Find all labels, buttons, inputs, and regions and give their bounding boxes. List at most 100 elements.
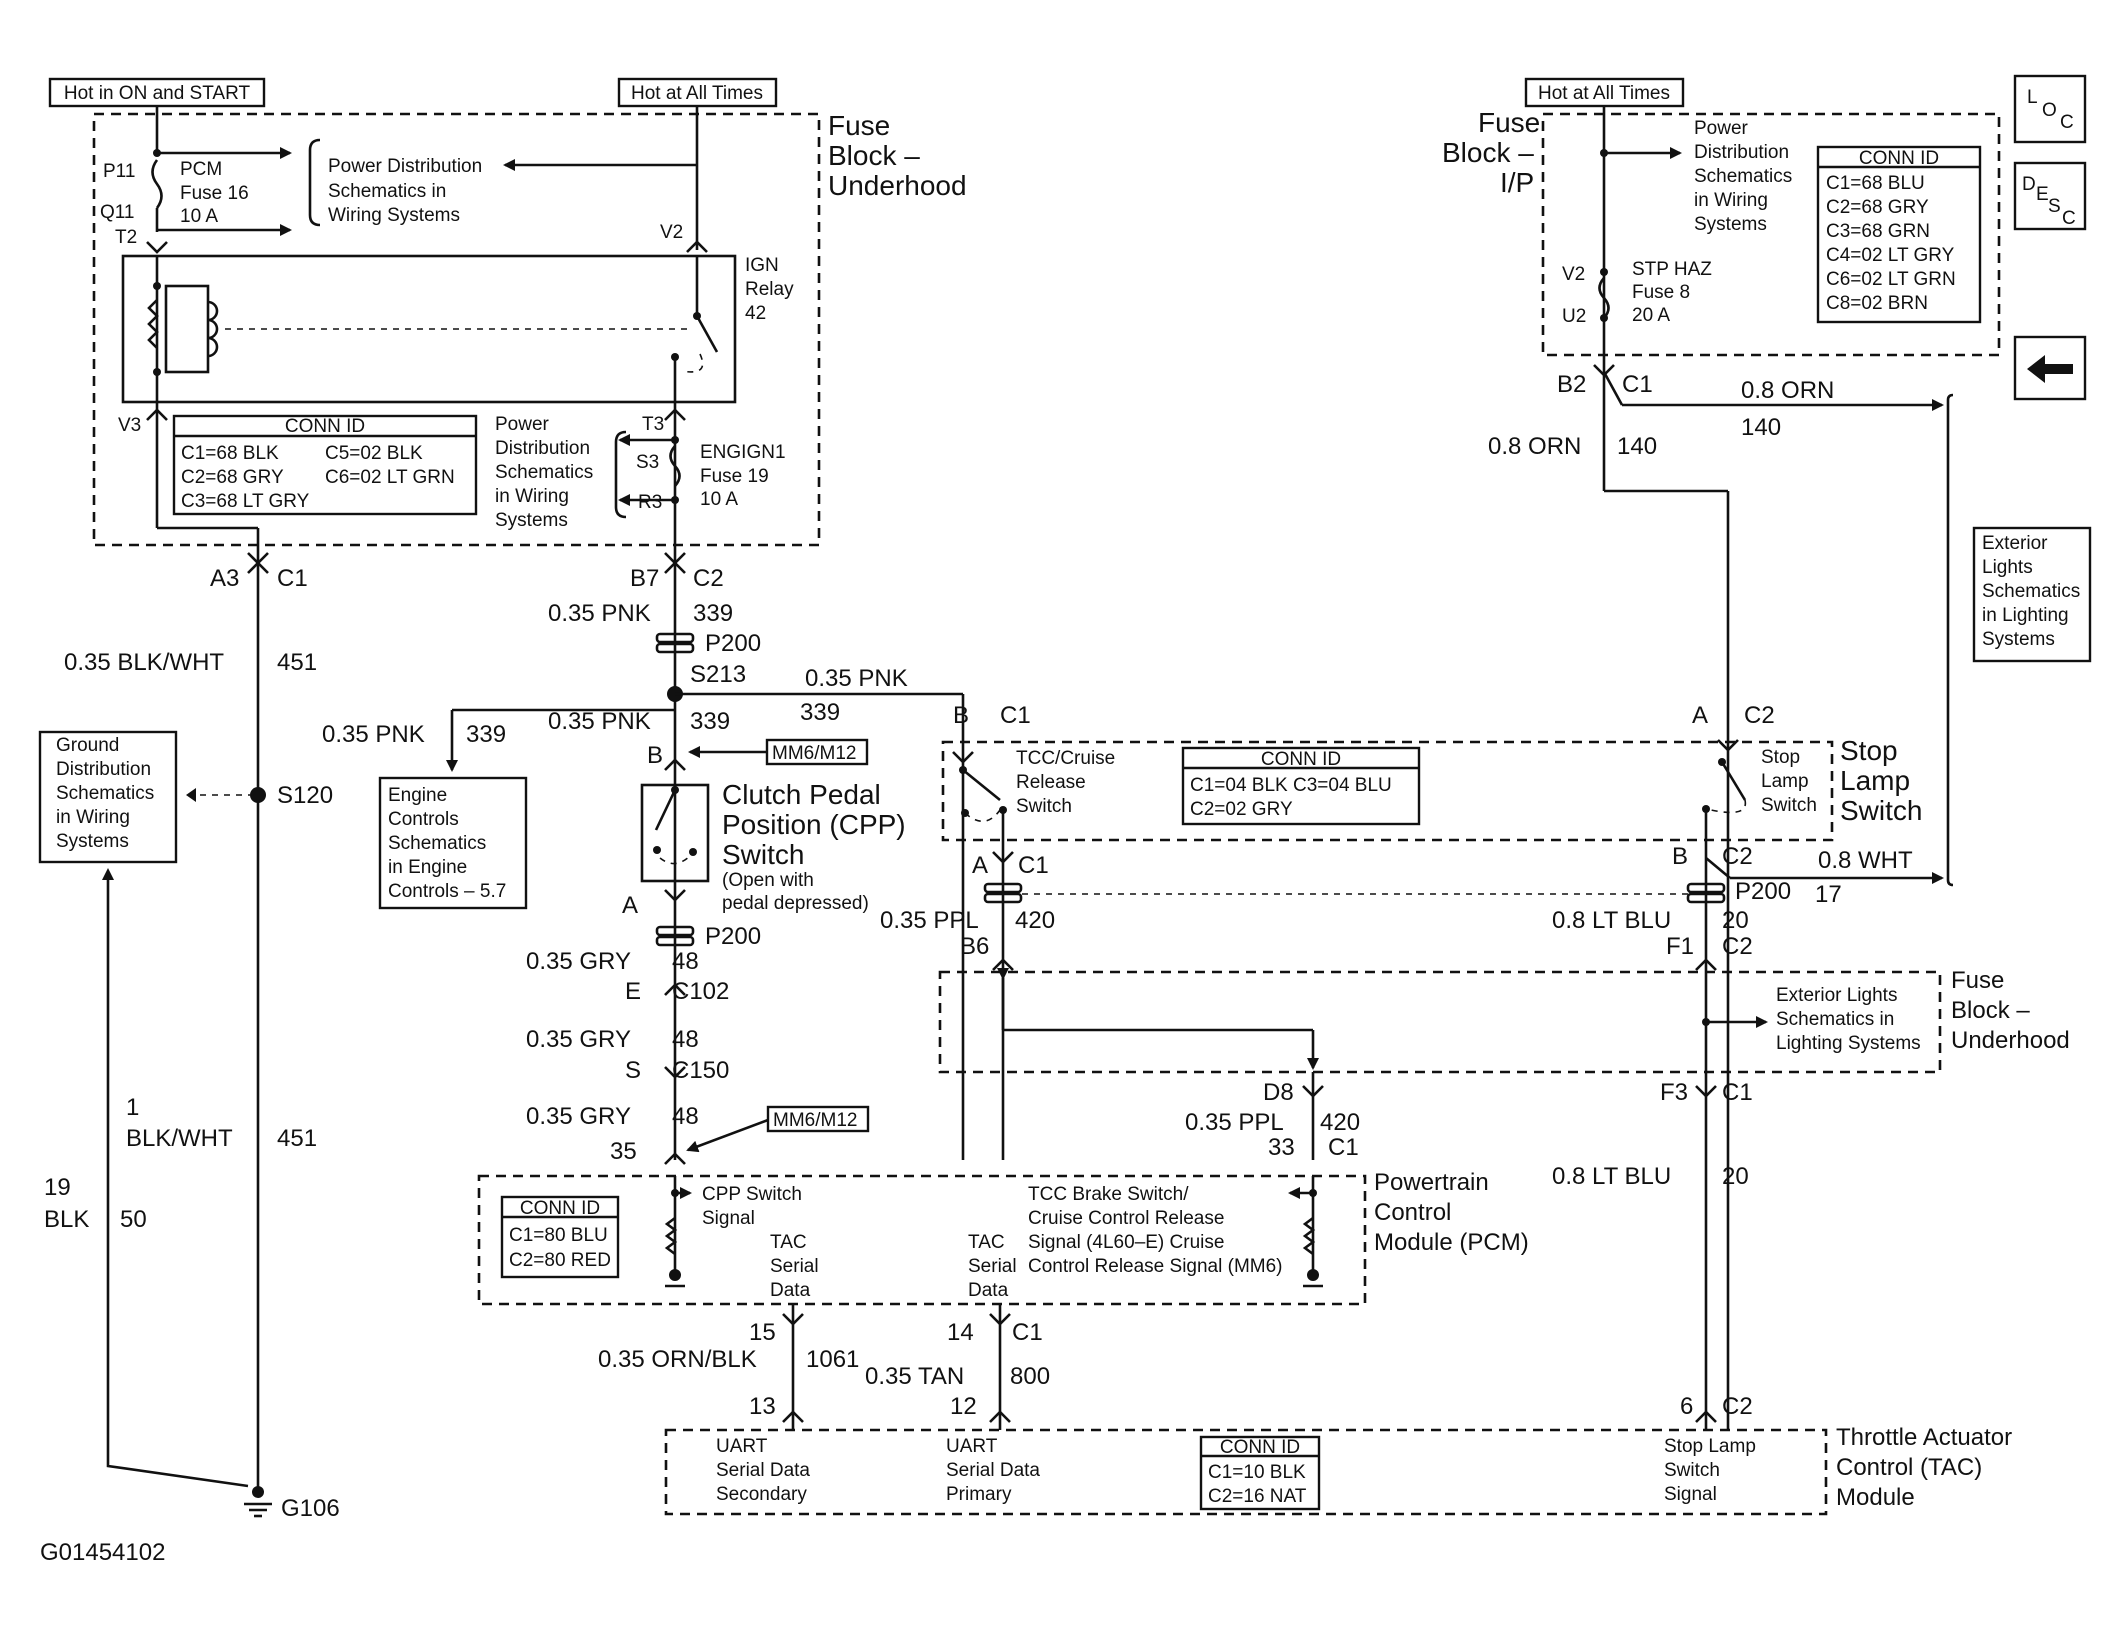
svg-text:E: E <box>2036 184 2049 205</box>
svg-text:Relay: Relay <box>745 279 794 300</box>
svg-text:Q11: Q11 <box>100 202 135 223</box>
svg-text:20: 20 <box>1722 1163 1749 1190</box>
svg-text:C1: C1 <box>1622 371 1653 398</box>
svg-text:Schematics: Schematics <box>495 462 593 483</box>
svg-text:in Lighting: in Lighting <box>1982 605 2069 626</box>
svg-text:Distribution: Distribution <box>1694 142 1789 163</box>
svg-text:48: 48 <box>672 948 699 975</box>
svg-text:339: 339 <box>693 600 733 627</box>
svg-text:0.35 PPL: 0.35 PPL <box>1185 1109 1284 1136</box>
svg-text:0.8 ORN: 0.8 ORN <box>1488 433 1581 460</box>
svg-text:6: 6 <box>1680 1393 1693 1420</box>
svg-text:Systems: Systems <box>1694 214 1767 235</box>
svg-text:C1=04 BLK C3=04 BLU: C1=04 BLK C3=04 BLU <box>1190 775 1392 796</box>
engine-controls-ref: Engine Controls Schematics in Engine Con… <box>378 776 528 910</box>
svg-text:B: B <box>953 702 969 729</box>
svg-text:TAC: TAC <box>968 1232 1005 1253</box>
svg-text:C3=68 GRN: C3=68 GRN <box>1826 221 1930 242</box>
svg-text:Switch: Switch <box>1840 795 1922 826</box>
p200-connector-mid-icon <box>655 925 695 947</box>
svg-text:Fuse: Fuse <box>1478 107 1540 138</box>
svg-text:Wiring Systems: Wiring Systems <box>328 205 460 226</box>
svg-text:48: 48 <box>672 1103 699 1130</box>
svg-text:Control: Control <box>1374 1199 1451 1226</box>
svg-text:in Wiring: in Wiring <box>1694 190 1768 211</box>
svg-text:V2: V2 <box>1562 264 1585 285</box>
svg-text:L: L <box>2027 87 2038 108</box>
ground-distribution-ref: Ground Distribution Schematics in Wiring… <box>38 730 178 864</box>
fuse-block-underhood-lower: Fuse Block – Underhood Exterior Lights S… <box>938 967 2070 1074</box>
svg-text:C1=68 BLU: C1=68 BLU <box>1826 173 1925 194</box>
svg-text:Lights: Lights <box>1982 557 2033 578</box>
svg-text:B: B <box>647 742 663 769</box>
svg-text:B6: B6 <box>960 933 989 960</box>
svg-text:T3: T3 <box>642 414 664 435</box>
svg-text:Schematics: Schematics <box>56 783 154 804</box>
svg-text:B: B <box>1672 843 1688 870</box>
svg-text:Stop: Stop <box>1840 735 1898 766</box>
tcc-cruise-release-switch-box: TCC/Cruise Release Switch Stop Lamp Swit… <box>941 740 1834 842</box>
pcm-fuse-16-label: PCM Fuse 16 10 A <box>180 159 249 227</box>
svg-text:451: 451 <box>277 1125 317 1152</box>
svg-text:Schematics in: Schematics in <box>328 181 446 202</box>
svg-text:P200: P200 <box>705 630 761 657</box>
back-button[interactable] <box>2013 335 2087 401</box>
clutch-pedal-position-switch: Clutch Pedal Position (CPP) Switch (Open… <box>640 779 906 914</box>
svg-text:Fuse 8: Fuse 8 <box>1632 282 1690 303</box>
svg-text:Systems: Systems <box>495 510 568 531</box>
svg-text:Fuse 16: Fuse 16 <box>180 183 249 204</box>
throttle-actuator-control-module: Throttle Actuator Control (TAC) Module U… <box>664 1424 2012 1516</box>
svg-text:Power: Power <box>1694 118 1749 139</box>
svg-text:O: O <box>2042 100 2057 121</box>
svg-text:E: E <box>625 978 641 1005</box>
power-distribution-ref-ip: Power Distribution Schematics in Wiring … <box>1694 118 1792 235</box>
svg-text:Switch: Switch <box>1761 795 1817 816</box>
desc-button[interactable]: D E S C <box>2013 161 2087 231</box>
engign1-fuse-19-label: ENGIGN1 Fuse 19 10 A <box>700 442 786 510</box>
svg-text:420: 420 <box>1015 907 1055 934</box>
svg-text:TAC: TAC <box>770 1232 807 1253</box>
fuse-block-ip: Fuse Block – I/P <box>1442 107 2001 357</box>
svg-text:140: 140 <box>1741 414 1781 441</box>
svg-text:CONN ID: CONN ID <box>1261 749 1341 770</box>
svg-text:140: 140 <box>1617 433 1657 460</box>
svg-text:Engine: Engine <box>388 785 447 806</box>
svg-text:D8: D8 <box>1263 1079 1294 1106</box>
svg-text:Schematics: Schematics <box>388 833 486 854</box>
svg-text:Fuse: Fuse <box>1951 967 2004 994</box>
svg-text:Power: Power <box>495 414 550 435</box>
svg-text:STP HAZ: STP HAZ <box>1632 259 1712 280</box>
svg-text:Stop: Stop <box>1761 747 1800 768</box>
svg-text:A3: A3 <box>210 565 239 592</box>
svg-text:Fuse: Fuse <box>828 110 890 141</box>
svg-text:C2=68 GRY: C2=68 GRY <box>1826 197 1929 218</box>
svg-text:420: 420 <box>1320 1109 1360 1136</box>
loc-button[interactable]: L O C <box>2013 74 2087 144</box>
svg-text:F1: F1 <box>1666 933 1694 960</box>
svg-text:A: A <box>1692 702 1708 729</box>
p200-connector-right-icon <box>983 882 1023 904</box>
svg-text:Block –: Block – <box>1951 997 2030 1024</box>
ground-g106-icon <box>244 1486 272 1518</box>
svg-text:C2: C2 <box>1744 702 1775 729</box>
svg-text:R3: R3 <box>638 492 662 513</box>
svg-text:339: 339 <box>466 721 506 748</box>
svg-text:C1: C1 <box>277 565 308 592</box>
svg-text:D: D <box>2022 174 2036 195</box>
svg-text:S: S <box>2048 196 2061 217</box>
svg-text:Hot in ON and START: Hot in ON and START <box>64 83 251 104</box>
svg-text:0.35 PNK: 0.35 PNK <box>322 721 425 748</box>
svg-text:Secondary: Secondary <box>716 1484 807 1505</box>
stop-lamp-switch-label: Stop Lamp Switch <box>1840 735 1922 826</box>
svg-text:Stop Lamp: Stop Lamp <box>1664 1436 1756 1457</box>
svg-text:Lamp: Lamp <box>1761 771 1809 792</box>
svg-text:800: 800 <box>1010 1363 1050 1390</box>
svg-text:T2: T2 <box>115 227 137 248</box>
svg-text:Cruise Control Release: Cruise Control Release <box>1028 1208 1224 1229</box>
svg-text:C4=02 LT GRY: C4=02 LT GRY <box>1826 245 1955 266</box>
svg-text:19: 19 <box>44 1174 71 1201</box>
svg-text:Primary: Primary <box>946 1484 1012 1505</box>
svg-text:F3: F3 <box>1660 1079 1688 1106</box>
svg-text:Power Distribution: Power Distribution <box>328 156 482 177</box>
svg-text:20 A: 20 A <box>1632 305 1670 326</box>
